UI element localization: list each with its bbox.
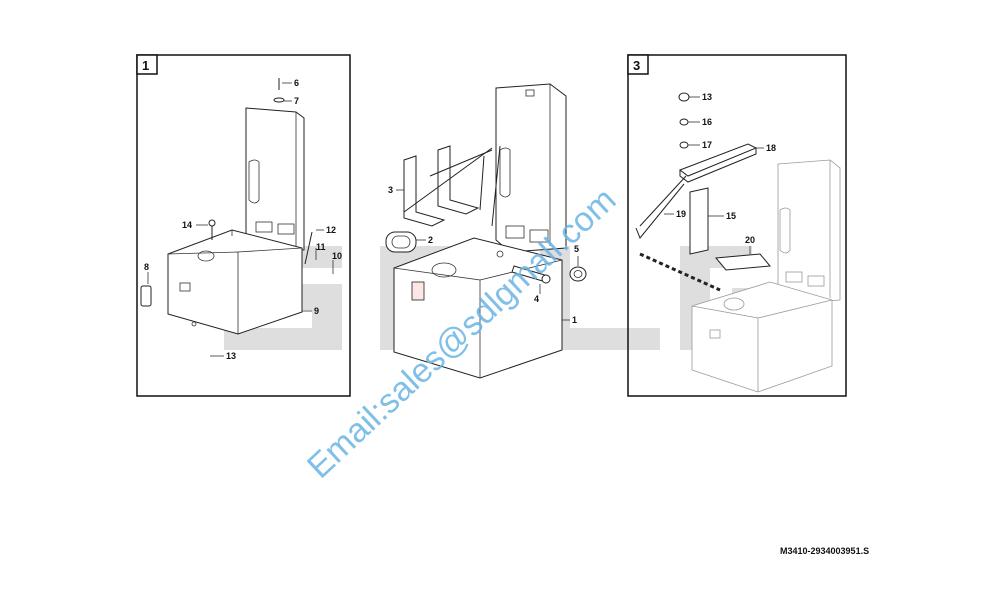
seal-strip (639, 252, 721, 292)
callout-11: 11 (316, 242, 326, 252)
panel-1: 1 (136, 54, 351, 397)
callout-16: 16 (702, 117, 712, 127)
callout-2: 2 (428, 235, 433, 245)
panel-1-box (167, 229, 303, 335)
panel-3-number: 3 (633, 58, 640, 73)
callout-6: 6 (294, 78, 299, 88)
drawing-code-label: M3410-2934003951.S (780, 546, 870, 556)
plate-part-20 (715, 253, 771, 271)
panel-1-number: 1 (142, 58, 149, 73)
callout-1: 1 (572, 315, 577, 325)
panel-3: 3 (627, 54, 847, 397)
washer-part-16 (679, 118, 689, 126)
plate-part-15 (689, 187, 709, 255)
panel-3-frame (627, 54, 847, 397)
bracket-part-3 (403, 145, 493, 227)
washer-part-17 (679, 141, 689, 149)
callout-4: 4 (534, 294, 539, 304)
callout-20: 20 (745, 235, 755, 245)
panel-3-number-box (627, 54, 649, 75)
panel-3-faint-box (691, 159, 841, 393)
callout-18: 18 (766, 143, 776, 153)
nut-part-5 (569, 266, 587, 282)
callout-8: 8 (144, 262, 149, 272)
callout-17: 17 (702, 140, 712, 150)
panel-2-lid (495, 83, 567, 253)
panel-1-lid (245, 107, 305, 251)
panel-1-frame (136, 54, 351, 397)
panel-2: 3 2 5 4 1 (385, 83, 587, 379)
callout-15: 15 (726, 211, 736, 221)
grommet-part-2 (385, 231, 417, 253)
callout-5: 5 (574, 244, 579, 254)
rod-part-19 (635, 183, 685, 239)
bracket-part-18 (678, 143, 758, 177)
hinge-rod-12 (304, 231, 313, 265)
callout-13-p3: 13 (702, 92, 712, 102)
callout-12: 12 (326, 225, 336, 235)
callout-3: 3 (388, 185, 393, 195)
washer-part-13 (678, 92, 690, 102)
panel-1-number-box (136, 54, 158, 75)
callout-7: 7 (294, 96, 299, 106)
callout-14: 14 (182, 220, 192, 230)
callout-9: 9 (314, 306, 319, 316)
callout-19: 19 (676, 209, 686, 219)
callout-13-p1: 13 (226, 351, 236, 361)
latch-part-8 (140, 285, 152, 307)
callout-10: 10 (332, 251, 342, 261)
